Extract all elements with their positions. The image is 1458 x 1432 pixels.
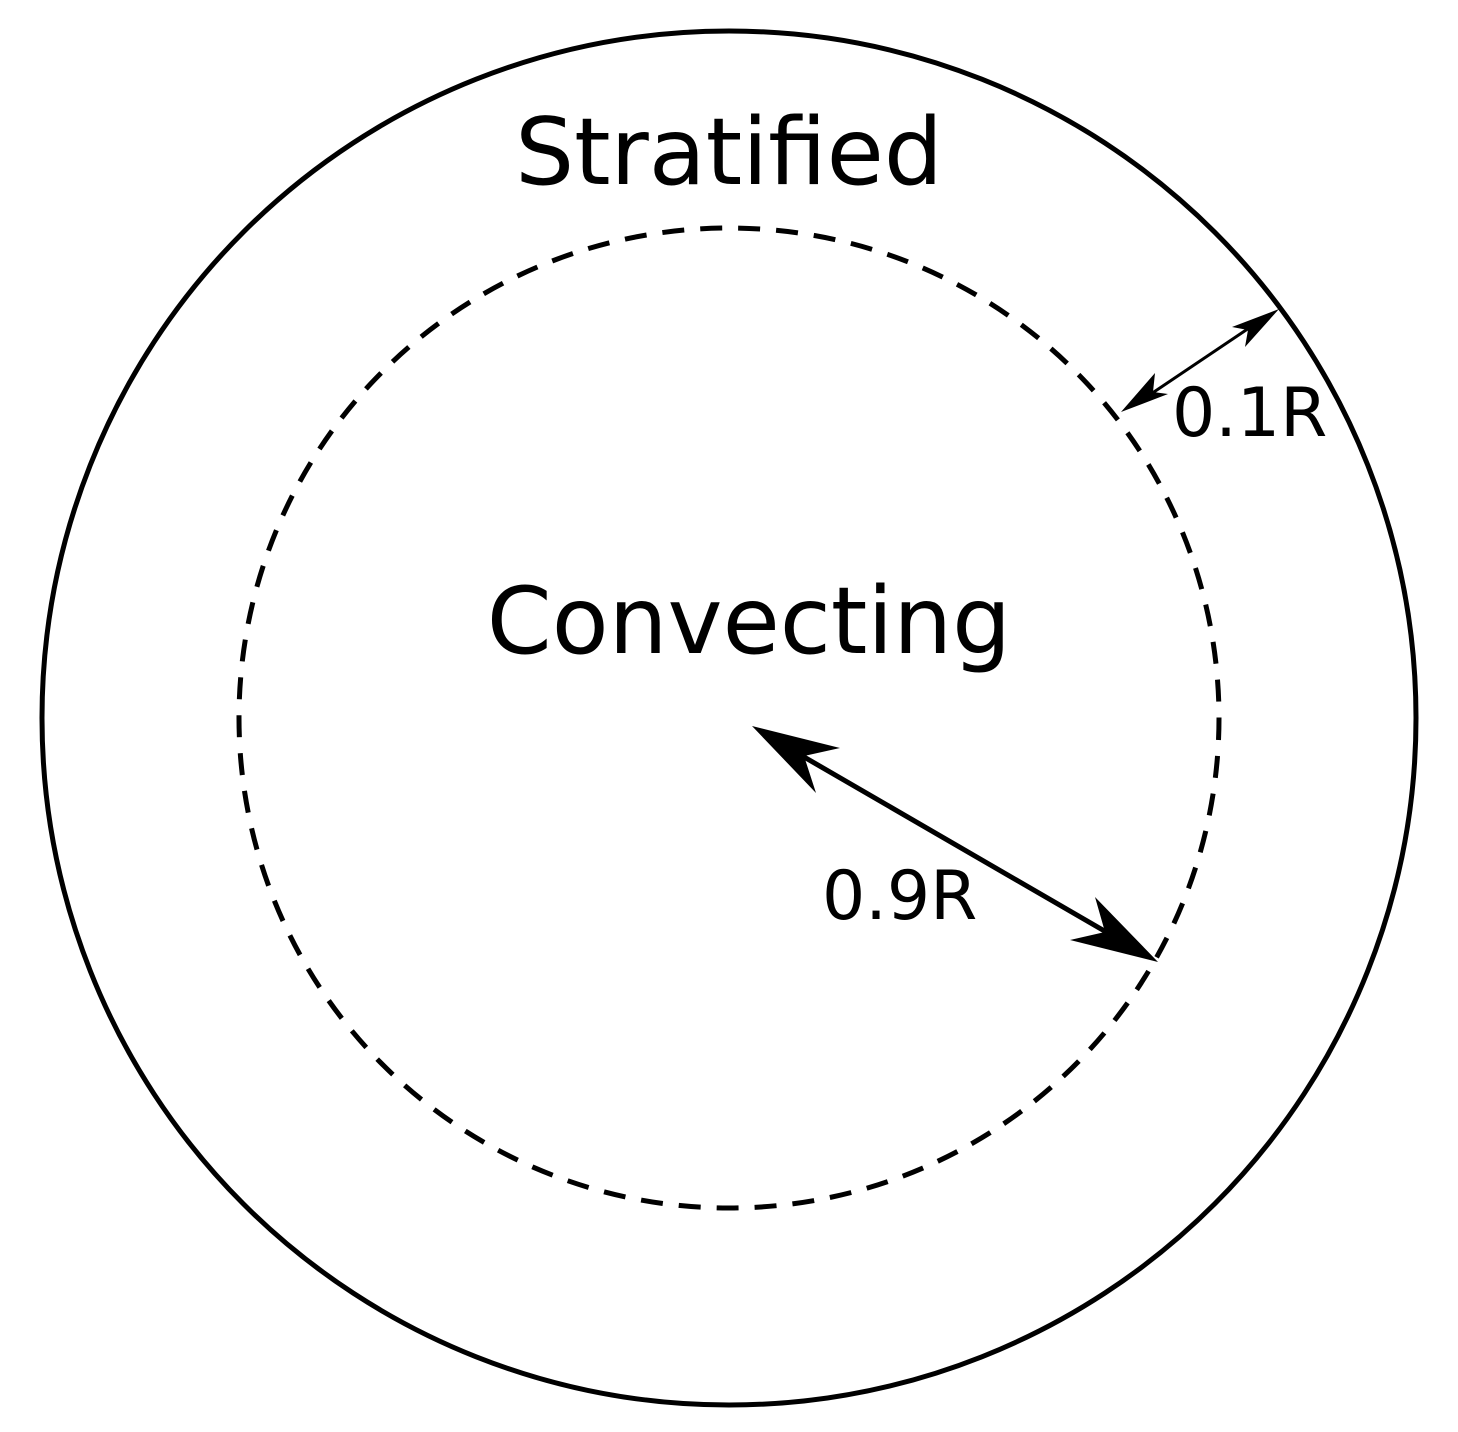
convecting-label: Convecting <box>487 567 1011 675</box>
inner-radius-arrowhead-boundary <box>1070 897 1158 962</box>
outer-layer-thickness-arrow <box>1121 309 1279 412</box>
inner-boundary-dashed-circle <box>236 225 1222 1211</box>
outer-layer-arrowhead-outer <box>1232 309 1279 347</box>
outer-layer-arrow-shaft <box>1141 320 1259 402</box>
inner-radius-arrow <box>752 726 1158 962</box>
outer-boundary-circle <box>39 28 1419 1408</box>
outer-layer-thickness-label: 0.1R <box>1172 374 1327 453</box>
stratified-label: Stratified <box>515 98 943 206</box>
inner-radius-label: 0.9R <box>822 857 977 936</box>
inner-radius-arrow-shaft <box>790 747 1122 943</box>
outer-layer-arrowhead-inner <box>1121 373 1168 412</box>
inner-radius-arrowhead-center <box>752 726 840 793</box>
